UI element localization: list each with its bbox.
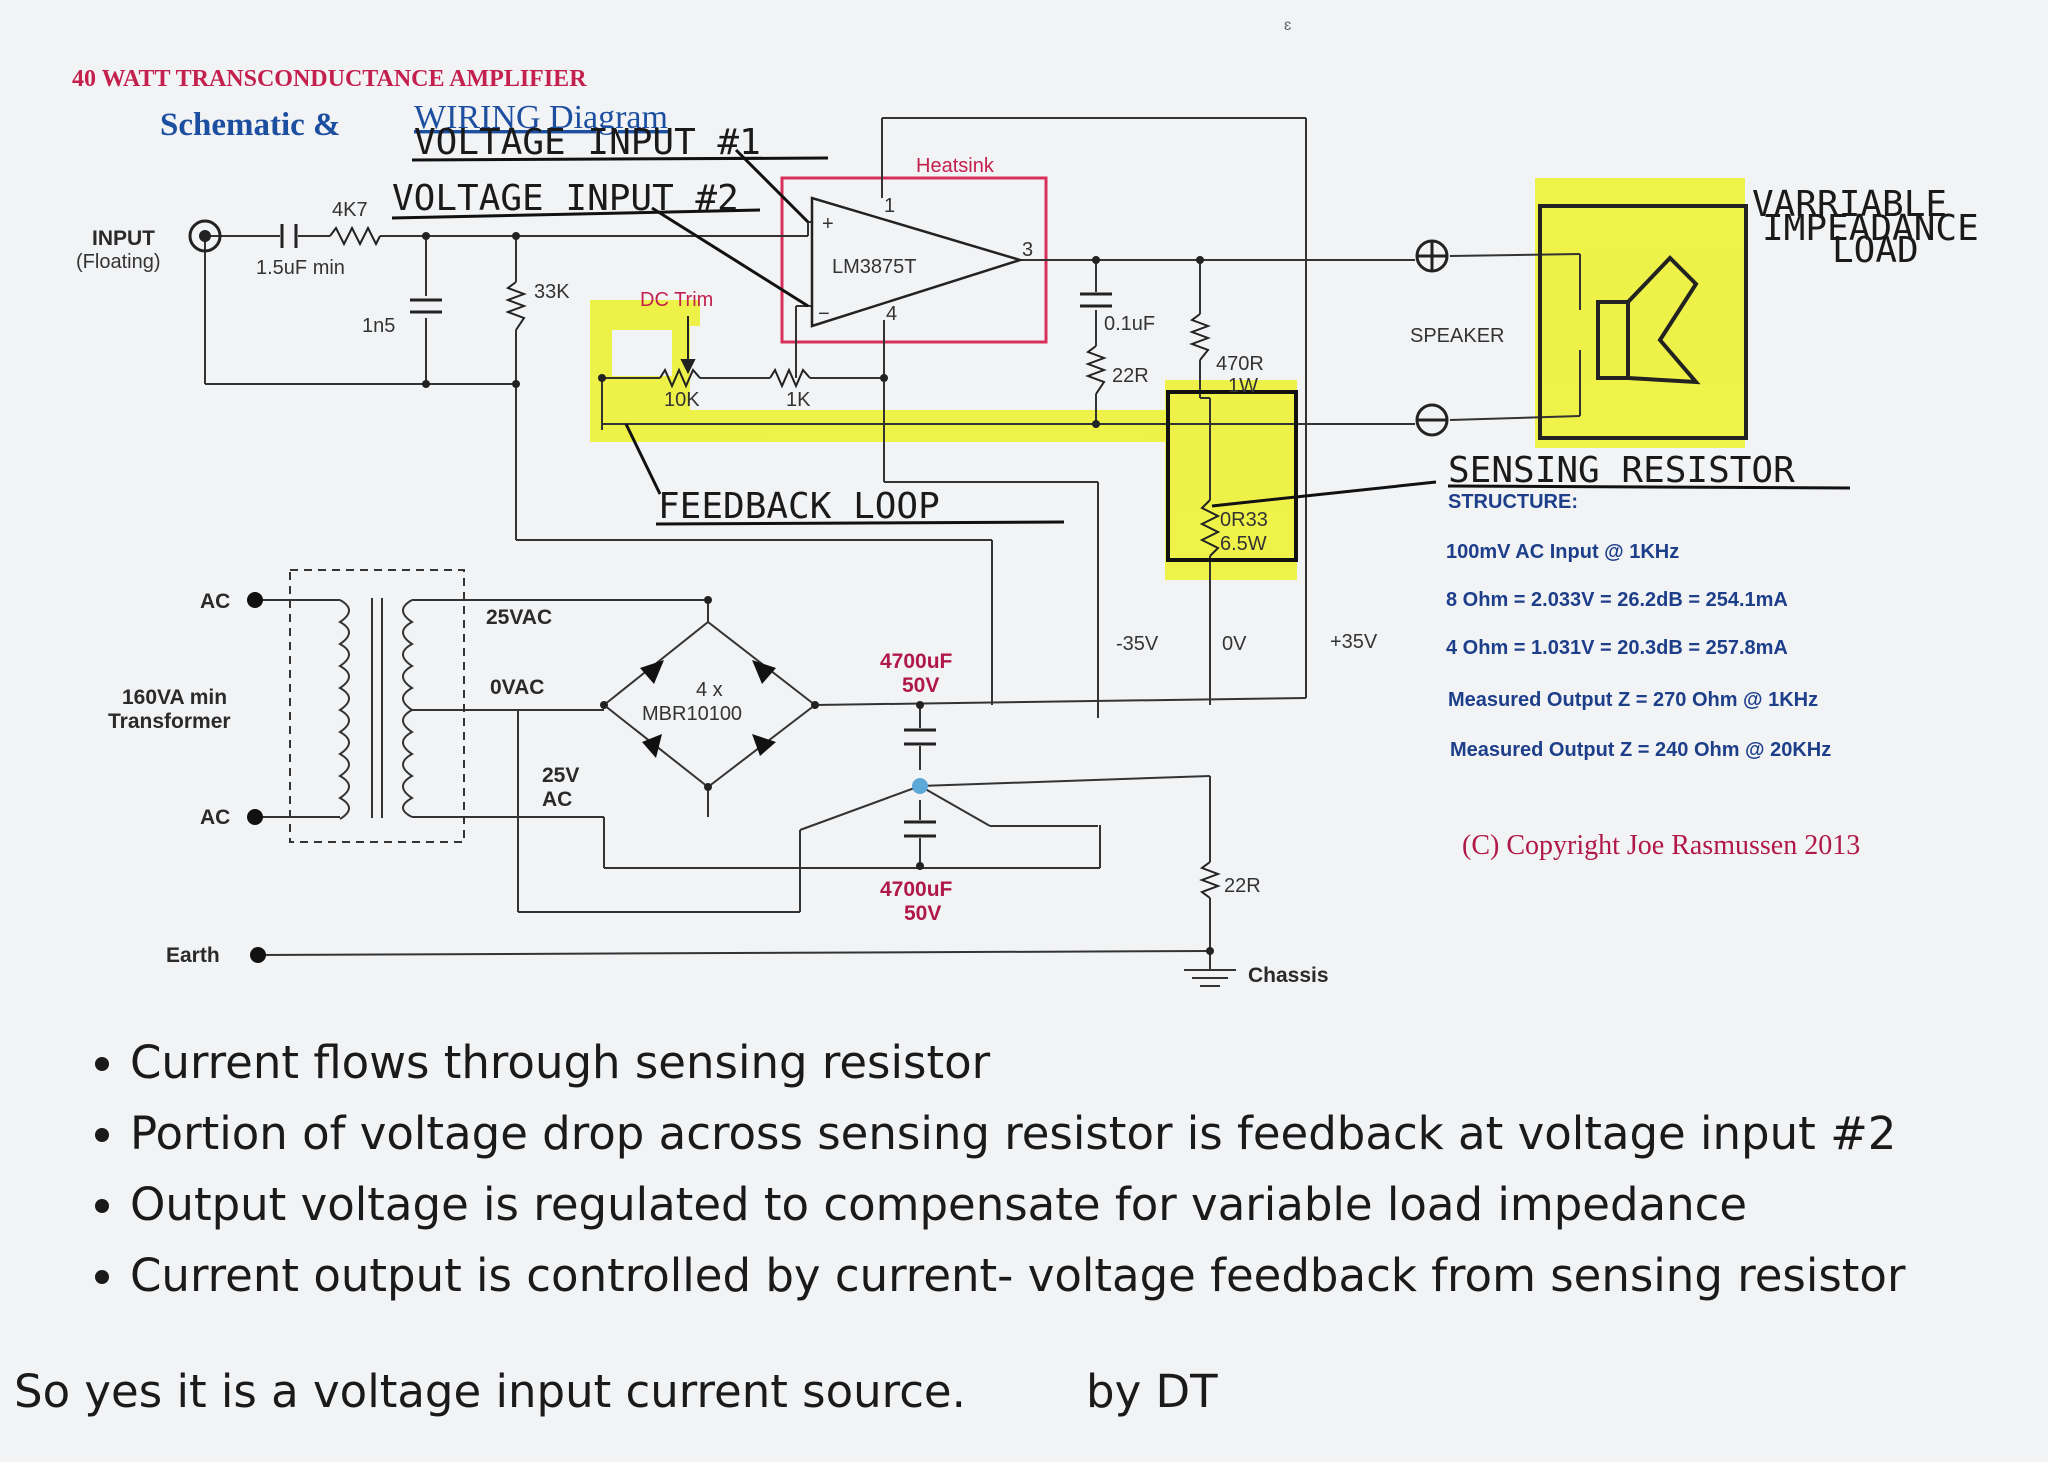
resistor-icons [329, 225, 1221, 899]
bridge-label-2: MBR10100 [642, 703, 742, 725]
r-470r-label: 470R [1216, 353, 1264, 375]
hand-voltage-input-2: VOLTAGE INPUT #2 [392, 178, 739, 219]
bullet-item: Current output is controlled by current-… [130, 1253, 1905, 1299]
sensing-resistor-box [1166, 390, 1298, 562]
ac-terminal-icon [247, 592, 263, 608]
bullet-item: Portion of voltage drop across sensing r… [130, 1111, 1905, 1157]
r-4k7-label: 4K7 [332, 199, 368, 221]
dc-trim-arrow-icon [680, 316, 696, 375]
dc-trim-label: DC Trim [640, 289, 713, 311]
bullet-item: Current flows through sensing resistor [130, 1040, 1905, 1086]
capacitor-icons [410, 292, 1112, 838]
hand-pointer-lines [391, 148, 1851, 526]
bullet-list: Current flows through sensing resistor P… [70, 1040, 1905, 1324]
v-25v-label: 25V [542, 764, 579, 787]
footer-statement: So yes it is a voltage input current sou… [14, 1365, 966, 1418]
structure-line-5: Measured Output Z = 240 Ohm @ 20KHz [1450, 739, 1831, 761]
pin-1-label: 1 [884, 195, 895, 217]
speaker-icon [1538, 204, 1748, 440]
c-1n5-label: 1n5 [362, 315, 395, 337]
c-01uf-label: 0.1uF [1104, 313, 1155, 335]
sensing-pointer-line [1211, 480, 1437, 508]
hand-voltage-input-1: VOLTAGE INPUT #1 [414, 122, 761, 163]
earth-terminal-icon [250, 947, 266, 963]
page-title: 40 WATT TRANSCONDUCTANCE AMPLIFIER [72, 66, 587, 92]
star-ground-dot [912, 778, 928, 794]
v-0vac-label: 0VAC [490, 676, 544, 699]
input-sub-label: (Floating) [76, 251, 160, 273]
ac-bottom-label: AC [200, 806, 230, 829]
rail-neg-label: -35V [1116, 633, 1159, 655]
copyright: (C) Copyright Joe Rasmussen 2013 [1462, 830, 1860, 861]
chassis-label: Chassis [1248, 964, 1329, 987]
pin-4-label: 4 [886, 303, 897, 325]
r-22r-chassis-label: 22R [1224, 875, 1261, 897]
cap-top-label-2: 50V [902, 674, 939, 697]
bridge-label-1: 4 x [696, 679, 723, 701]
pin-plus-label: + [822, 213, 834, 235]
structure-line-4: Measured Output Z = 270 Ohm @ 1KHz [1448, 689, 1818, 711]
r-10k-label: 10K [664, 389, 700, 411]
r-22r-label: 22R [1112, 365, 1149, 387]
transformer-icon [289, 569, 465, 843]
transformer-label-2: Transformer [108, 710, 231, 733]
input-capacitor-icon [280, 224, 298, 248]
rail-pos-label: +35V [1330, 631, 1378, 653]
heatsink-label: Heatsink [916, 155, 995, 177]
lm3875-opamp-icon [810, 196, 1025, 328]
wiring [204, 117, 1581, 987]
r-33k-label: 33K [534, 281, 570, 303]
ac-top-label: AC [200, 590, 230, 613]
ac-terminal-icon [247, 809, 263, 825]
page-subtitle-suffix: WIRING Diagram [414, 99, 668, 136]
structure-line-3: 4 Ohm = 1.031V = 20.3dB = 257.8mA [1446, 637, 1788, 659]
pin-3-label: 3 [1022, 239, 1033, 261]
hand-load-line3: LOAD [1832, 230, 1919, 271]
transformer-label-1: 160VA min [122, 686, 227, 709]
speck-mark: ɛ [1284, 17, 1291, 34]
hand-load-line2: IMPEADANCE [1762, 208, 1979, 249]
cap-bottom-label-1: 4700uF [880, 878, 953, 901]
rail-zero-label: 0V [1222, 633, 1247, 655]
earth-label: Earth [166, 944, 220, 967]
structure-heading: STRUCTURE: [1448, 491, 1578, 513]
ic-label: LM3875T [832, 256, 917, 278]
highlight-gap [612, 330, 672, 376]
speaker-label: SPEAKER [1410, 325, 1504, 347]
speaker-terminal-icon [1415, 239, 1449, 437]
c-input-label: 1.5uF min [256, 257, 345, 279]
v-25vac-label: 25VAC [486, 606, 552, 629]
v-ac-label: AC [542, 788, 572, 811]
structure-line-1: 100mV AC Input @ 1KHz [1446, 541, 1679, 563]
cap-bottom-label-2: 50V [904, 902, 941, 925]
junction-dots [422, 232, 1214, 955]
cap-top-label-1: 4700uF [880, 650, 953, 673]
r-sense-watt-label: 6.5W [1220, 533, 1267, 555]
input-jack-icon [188, 219, 222, 253]
structure-line-2: 8 Ohm = 2.033V = 26.2dB = 254.1mA [1446, 589, 1788, 611]
hand-load-line1: VARRIABLE [1752, 184, 1947, 225]
feedback-highlight [590, 178, 1745, 580]
footer-byline: by DT [1086, 1365, 1218, 1418]
diode-icons [640, 660, 776, 758]
r-sense-label: 0R33 [1220, 509, 1268, 531]
r-470r-watt-label: 1W [1228, 375, 1258, 397]
page-subtitle-prefix: Schematic & [160, 107, 341, 143]
r-1k-label: 1K [786, 389, 811, 411]
hand-feedback-loop: FEEDBACK LOOP [658, 486, 940, 527]
pin-minus-label: − [818, 303, 830, 325]
hand-sensing-resistor: SENSING RESISTOR [1448, 450, 1795, 491]
input-label: INPUT [92, 227, 155, 250]
bullet-item: Output voltage is regulated to compensat… [130, 1182, 1905, 1228]
